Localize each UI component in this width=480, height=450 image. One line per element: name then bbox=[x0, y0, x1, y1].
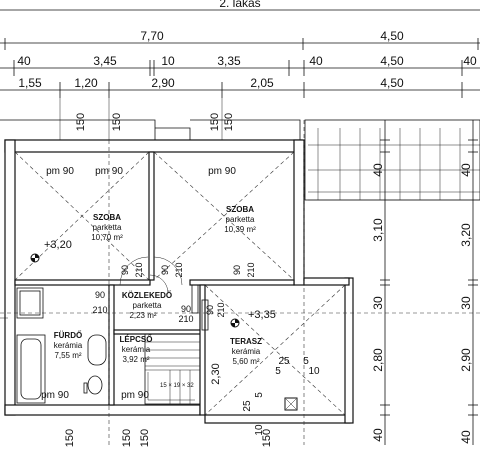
terrace-dim-10b: 10 bbox=[254, 424, 265, 436]
dim-40-b: 40 bbox=[309, 54, 323, 68]
dim-r-40-b: 40 bbox=[371, 428, 385, 442]
pm-label-5: pm 90 bbox=[121, 390, 149, 401]
room-kozlekedo: KÖZLEKEDŐ parketta 2,23 m² bbox=[122, 291, 172, 320]
dim-40-a: 40 bbox=[17, 54, 31, 68]
stair-area: 3,92 m² bbox=[122, 355, 149, 364]
dimension-row-2: 40 3,45 10 3,35 40 4,50 40 bbox=[0, 54, 480, 76]
hall-name: KÖZLEKEDŐ bbox=[122, 291, 172, 300]
stair-name: LÉPCSŐ bbox=[120, 335, 153, 344]
door-210-e: 210 bbox=[178, 314, 193, 324]
bath-fixtures bbox=[16, 287, 107, 404]
dim-4-50-top: 4,50 bbox=[380, 29, 404, 43]
level-terrace-text: +3,35 bbox=[248, 309, 276, 321]
level-main-text: +3,20 bbox=[44, 239, 72, 251]
right-dims-outer: 40 3,20 30 2,90 40 bbox=[459, 120, 478, 445]
bottom-150-d: 150 bbox=[261, 429, 273, 447]
door-90-f: 90 bbox=[205, 305, 215, 315]
hall-floor: parketta bbox=[133, 301, 162, 310]
dim-ro-40-b: 40 bbox=[459, 430, 473, 444]
terrace-floor: kerámia bbox=[232, 347, 261, 356]
door-210-f: 210 bbox=[216, 302, 226, 317]
staircase bbox=[144, 333, 201, 405]
top-window-150-c: 150 bbox=[209, 113, 221, 131]
room1-area: 10,70 m² bbox=[91, 233, 123, 242]
pm-label-2: pm 90 bbox=[95, 166, 123, 177]
door-swings bbox=[119, 256, 209, 331]
dim-1-20: 1,20 bbox=[74, 76, 98, 90]
dim-2-90: 2,90 bbox=[151, 76, 175, 90]
terrace-name: TERASZ bbox=[230, 337, 262, 346]
dim-10: 10 bbox=[161, 54, 175, 68]
door-90-c: 90 bbox=[160, 265, 170, 275]
dim-ro-2-90: 2,90 bbox=[459, 348, 473, 372]
stair-floor: kerámia bbox=[122, 345, 151, 354]
pm-label-3: pm 90 bbox=[208, 166, 236, 177]
stair-note: 15 × 19 × 32 bbox=[160, 383, 194, 389]
terrace-dim-5b: 5 bbox=[303, 356, 309, 367]
dim-ro-40-a: 40 bbox=[459, 163, 473, 177]
terrace-dim-25: 25 bbox=[278, 356, 290, 367]
dim-3-35: 3,35 bbox=[217, 54, 241, 68]
terrace-dim-5a: 5 bbox=[275, 366, 281, 377]
dimension-row-3: 1,55 1,20 2,90 2,05 4,50 bbox=[0, 76, 480, 98]
door-90-a: 90 bbox=[95, 290, 105, 300]
room1-name: SZOBA bbox=[93, 213, 121, 222]
dimension-row-1: 7,70 4,50 bbox=[0, 29, 480, 50]
room2-floor: parketta bbox=[226, 215, 255, 224]
level-marker-terrace: +3,35 bbox=[230, 309, 276, 328]
bath-name: FÜRDŐ bbox=[54, 331, 82, 340]
room1-floor: parketta bbox=[93, 223, 122, 232]
dim-4-50-mid: 4,50 bbox=[380, 54, 404, 68]
dim-3-45: 3,45 bbox=[93, 54, 117, 68]
room2-area: 10,39 m² bbox=[224, 225, 256, 234]
hall-area: 2,23 m² bbox=[129, 311, 156, 320]
right-dims-inner: 40 3,10 30 2,80 40 bbox=[371, 120, 390, 445]
terrace-area: 5,60 m² bbox=[232, 357, 259, 366]
pm-label-1: pm 90 bbox=[46, 166, 74, 177]
dim-7-70: 7,70 bbox=[140, 29, 164, 43]
door-90-e: 90 bbox=[181, 304, 191, 314]
door-210-d: 210 bbox=[246, 262, 256, 277]
walls bbox=[0, 119, 480, 424]
terrace-dim-2-30: 2,30 bbox=[210, 363, 222, 384]
room2-name: SZOBA bbox=[226, 205, 254, 214]
bottom-150-a: 150 bbox=[64, 429, 76, 447]
top-window-150-b: 150 bbox=[111, 113, 123, 131]
terrace-dim-10: 10 bbox=[308, 366, 320, 377]
room-lepcso: LÉPCSŐ kerámia 3,92 m² bbox=[120, 335, 153, 364]
top-window-150-d: 150 bbox=[223, 113, 235, 131]
balcony-hatch bbox=[308, 128, 480, 201]
bath-floor: kerámia bbox=[54, 341, 83, 350]
pm-label-4: pm 90 bbox=[41, 390, 69, 401]
dim-4-50-low: 4,50 bbox=[380, 76, 404, 90]
terrace-dim-25b: 25 bbox=[242, 400, 253, 412]
plan-title: 2. lakás bbox=[219, 0, 260, 10]
room-szoba-1: SZOBA parketta 10,70 m² bbox=[91, 213, 123, 242]
level-marker-main: +3,20 bbox=[30, 239, 72, 263]
dim-1-55: 1,55 bbox=[18, 76, 42, 90]
room-furdo: FÜRDŐ kerámia 7,55 m² bbox=[54, 331, 83, 360]
dim-r-30: 30 bbox=[371, 296, 385, 310]
door-90-b: 90 bbox=[120, 265, 130, 275]
bottom-150-b: 150 bbox=[121, 429, 133, 447]
bath-area: 7,55 m² bbox=[54, 351, 81, 360]
dim-40-c: 40 bbox=[463, 54, 477, 68]
dim-r-3-10: 3,10 bbox=[371, 218, 385, 242]
terrace-dim-5c: 5 bbox=[254, 392, 265, 398]
dim-r-2-80: 2,80 bbox=[371, 348, 385, 372]
door-90-d: 90 bbox=[232, 265, 242, 275]
dim-ro-3-20: 3,20 bbox=[459, 223, 473, 247]
dim-ro-30: 30 bbox=[459, 296, 473, 310]
dim-r-40-a: 40 bbox=[371, 163, 385, 177]
top-window-150-a: 150 bbox=[75, 113, 87, 131]
room-szoba-2: SZOBA parketta 10,39 m² bbox=[224, 205, 256, 234]
door-210-a: 210 bbox=[92, 305, 107, 315]
room-terasz: TERASZ kerámia 5,60 m² bbox=[230, 337, 262, 366]
bottom-150-c: 150 bbox=[139, 429, 151, 447]
door-210-c: 210 bbox=[174, 262, 184, 277]
door-210-b: 210 bbox=[134, 262, 144, 277]
dim-2-05: 2,05 bbox=[250, 76, 274, 90]
